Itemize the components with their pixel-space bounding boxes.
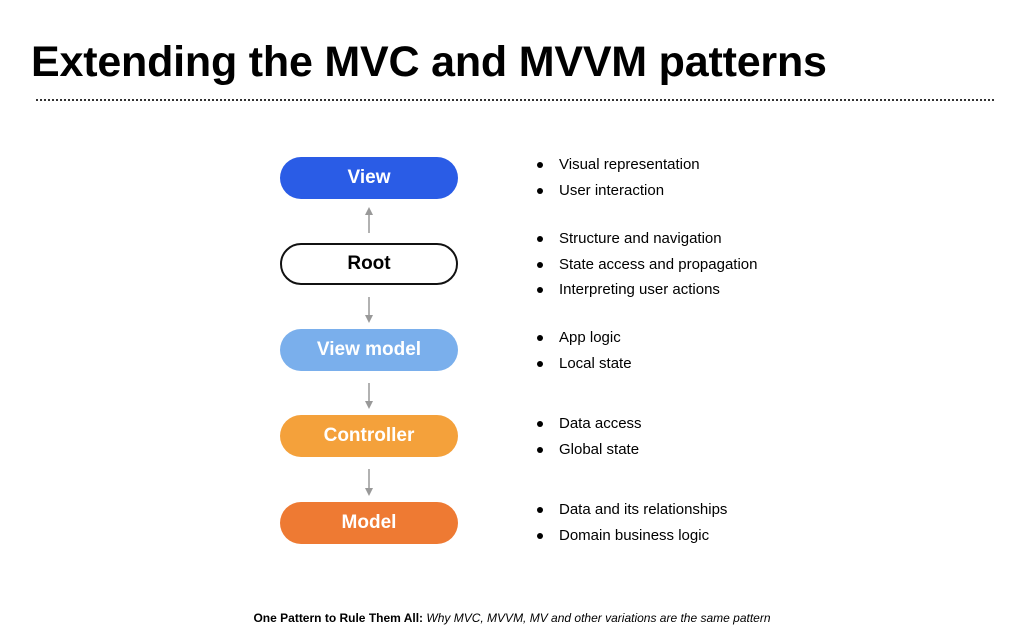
bullet-item: Visual representation	[537, 152, 700, 178]
bullet-item: Structure and navigation	[537, 226, 757, 252]
dotted-divider	[36, 99, 994, 101]
view-model-layer: View model	[280, 329, 458, 371]
controller-responsibilities: Data access Global state	[537, 411, 642, 462]
model-responsibilities: Data and its relationships Domain busine…	[537, 497, 727, 548]
footer-source-subtitle: Why MVC, MVVM, MV and other variations a…	[426, 611, 771, 625]
view-responsibilities: Visual representation User interaction	[537, 152, 700, 203]
root-responsibilities: Structure and navigation State access an…	[537, 226, 757, 303]
footer-caption: One Pattern to Rule Them All: Why MVC, M…	[0, 611, 1024, 625]
bullet-item: Local state	[537, 351, 632, 377]
bullet-item: Global state	[537, 437, 642, 463]
bullet-item: Data access	[537, 411, 642, 437]
bullet-item: App logic	[537, 325, 632, 351]
bullet-item: Interpreting user actions	[537, 277, 757, 303]
bullet-item: Data and its relationships	[537, 497, 727, 523]
footer-source-title: One Pattern to Rule Them All:	[253, 611, 424, 625]
root-layer: Root	[280, 243, 458, 285]
bullet-item: State access and propagation	[537, 252, 757, 278]
view-layer: View	[280, 157, 458, 199]
bullet-item: User interaction	[537, 178, 700, 204]
controller-layer: Controller	[280, 415, 458, 457]
model-layer: Model	[280, 502, 458, 544]
bullet-item: Domain business logic	[537, 523, 727, 549]
slide-title: Extending the MVC and MVVM patterns	[31, 38, 827, 86]
view-model-responsibilities: App logic Local state	[537, 325, 632, 376]
